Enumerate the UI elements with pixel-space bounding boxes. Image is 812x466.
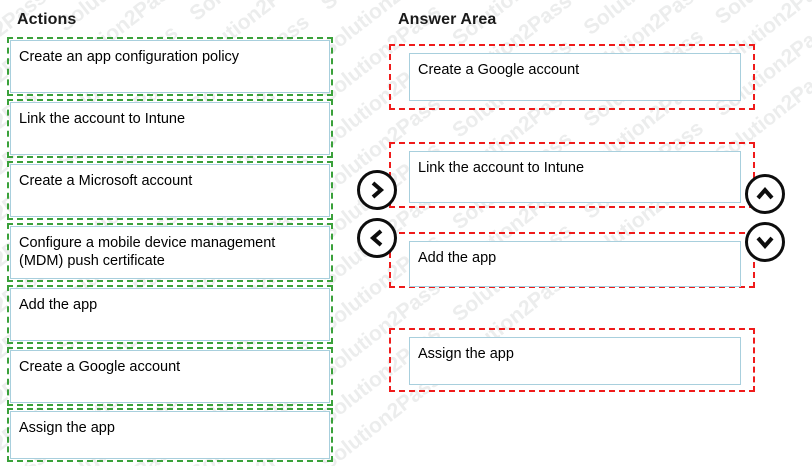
action-tile-label: Create a Google account	[19, 359, 181, 375]
answer-slot-box[interactable]: Assign the app	[409, 337, 741, 385]
answer-slot-box[interactable]: Create a Google account	[409, 53, 741, 101]
answer-slot-box[interactable]: Add the app	[409, 241, 741, 287]
selection-outline	[7, 161, 333, 220]
actions-panel-title: Actions	[17, 11, 77, 28]
answer-slot[interactable]: Link the account to Intune	[389, 142, 755, 208]
answer-slot-label: Create a Google account	[418, 62, 580, 78]
chevron-right-icon	[367, 180, 387, 200]
answer-area-title: Answer Area	[398, 11, 497, 28]
action-tile-label: Create an app configuration policy	[19, 49, 240, 65]
action-tile-label: Assign the app	[19, 420, 115, 436]
action-tile[interactable]: Create a Microsoft account	[7, 161, 333, 220]
chevron-down-icon	[755, 232, 775, 252]
action-tile[interactable]: Create a Google account	[7, 347, 333, 406]
action-tile[interactable]: Configure a mobile device management (MD…	[7, 223, 333, 282]
move-up-button[interactable]	[745, 174, 785, 214]
answer-slot-label: Assign the app	[418, 346, 514, 362]
action-tile[interactable]: Create an app configuration policy	[7, 37, 333, 96]
action-tile-label: Link the account to Intune	[19, 111, 186, 127]
selection-outline	[7, 347, 333, 406]
action-tile-label: Configure a mobile device management (MD…	[19, 235, 276, 269]
action-tile[interactable]: Assign the app	[7, 408, 333, 462]
answer-slot[interactable]: Create a Google account	[389, 44, 755, 110]
action-tile[interactable]: Link the account to Intune	[7, 99, 333, 158]
action-tile[interactable]: Add the app	[7, 285, 333, 344]
answer-slot[interactable]: Add the app	[389, 232, 755, 288]
answer-slot-label: Link the account to Intune	[418, 160, 585, 176]
move-down-button[interactable]	[745, 222, 785, 262]
action-tile-label: Create a Microsoft account	[19, 173, 193, 189]
selection-outline	[7, 285, 333, 344]
chevron-left-icon	[367, 228, 387, 248]
answer-slot-box[interactable]: Link the account to Intune	[409, 151, 741, 203]
action-tile-label: Add the app	[19, 297, 98, 313]
move-right-button[interactable]	[357, 170, 397, 210]
selection-outline	[7, 99, 333, 158]
chevron-up-icon	[755, 184, 775, 204]
move-left-button[interactable]	[357, 218, 397, 258]
selection-outline	[7, 37, 333, 96]
answer-slot[interactable]: Assign the app	[389, 328, 755, 392]
answer-slot-label: Add the app	[418, 250, 497, 266]
